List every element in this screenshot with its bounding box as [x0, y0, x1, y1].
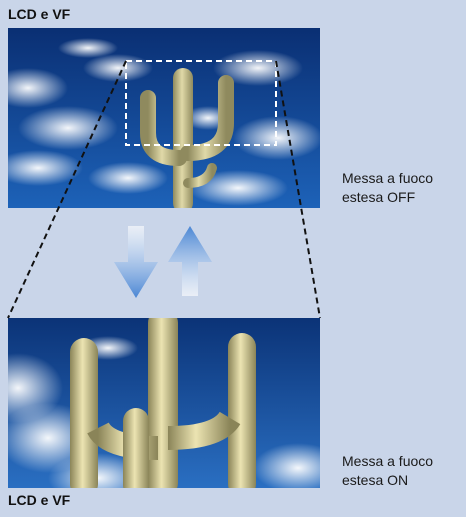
caption-on-line-2: estesa ON: [342, 472, 409, 488]
top-screen-label: LCD e VF: [8, 6, 71, 22]
bottom-screen-label: LCD e VF: [8, 492, 71, 508]
enlarged-view-photo: [8, 318, 320, 488]
caption-on-line-1: Messa a fuoco: [342, 453, 434, 469]
caption-extended-focus-off: Messa a fuoco estesa OFF: [342, 169, 433, 207]
caption-extended-focus-on: Messa a fuoco estesa ON: [342, 452, 433, 490]
caption-off-line-2: estesa OFF: [342, 189, 416, 205]
cactus: [140, 68, 234, 208]
arrow-down-icon: [114, 226, 158, 298]
caption-off-line-1: Messa a fuoco: [342, 170, 434, 186]
cactus: [70, 318, 256, 488]
full-view-photo: [8, 28, 320, 208]
arrow-up-icon: [168, 226, 212, 296]
